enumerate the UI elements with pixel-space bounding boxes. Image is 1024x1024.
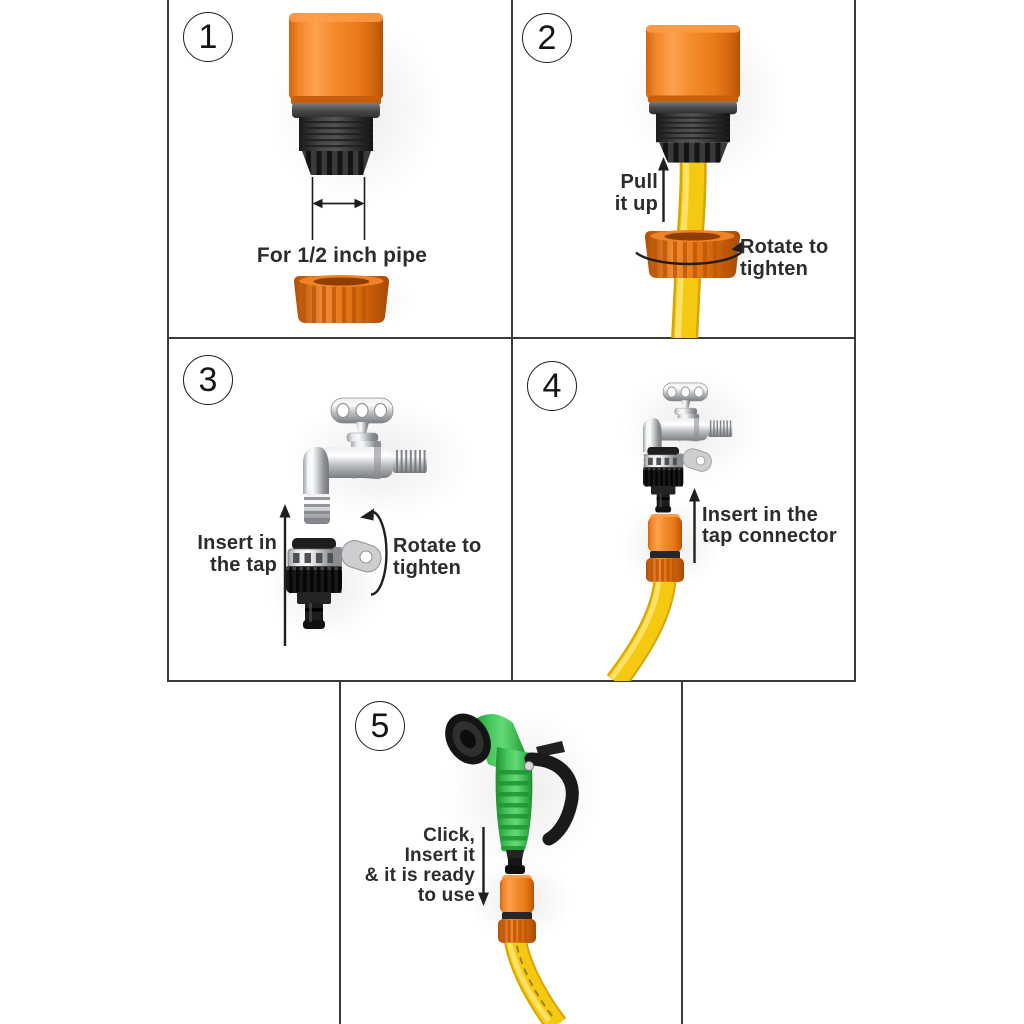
pipe-size-caption: For 1/2 inch pipe — [256, 244, 428, 267]
hose-illustration — [502, 928, 567, 1024]
insert-in-tap-label: Insert in the tap — [157, 532, 277, 576]
label-line: Insert in — [197, 532, 277, 554]
width-measure-arrow-icon — [311, 177, 366, 240]
pull-it-up-label: Pull it up — [557, 171, 658, 215]
step-number: 2 — [537, 18, 557, 57]
step-number-badge: 5 — [355, 701, 405, 751]
panel-border-line — [167, 0, 169, 681]
quick-connector-illustration — [646, 514, 684, 582]
step-4-illustration — [606, 382, 733, 681]
panel-grid — [167, 0, 856, 1024]
panel-border-line — [681, 680, 683, 1024]
label-line: & it is ready — [364, 865, 475, 886]
panel-border-line — [167, 337, 856, 339]
panel-border-line — [511, 0, 513, 681]
label-line: to use — [417, 885, 475, 906]
hose-illustration — [606, 578, 677, 681]
step-number: 4 — [542, 366, 562, 405]
label-line: Rotate to — [740, 236, 829, 258]
rotate-arrow-icon — [360, 508, 388, 596]
step-5-illustration — [445, 713, 579, 1024]
step-1-illustration — [289, 13, 389, 323]
insert-in-tap-connector-label: Insert in the tap connector — [702, 505, 837, 547]
panel-border-line — [339, 680, 341, 1024]
label-line: tighten — [393, 557, 462, 579]
step-number-badge: 1 — [183, 12, 233, 62]
label-line: it up — [614, 193, 658, 215]
up-arrow-icon — [689, 488, 700, 563]
down-arrow-icon — [478, 827, 489, 906]
step-number-badge: 2 — [522, 13, 572, 63]
hose-print-marking — [514, 933, 553, 1017]
label-line: Rotate to — [393, 535, 482, 557]
up-arrow-icon — [658, 157, 669, 222]
step-2-illustration — [635, 25, 744, 338]
hose-nut-illustration — [645, 230, 740, 278]
panel-border-line — [167, 680, 856, 682]
up-arrow-icon — [279, 504, 291, 646]
label-line: tighten — [740, 258, 809, 280]
step-3-illustration — [279, 397, 428, 646]
label-line: Pull — [620, 171, 658, 193]
sprayer-illustration — [445, 713, 579, 874]
rotate-to-tighten-label: Rotate to tighten — [393, 535, 481, 579]
label-line: Insert it — [404, 845, 475, 866]
rotate-to-tighten-label: Rotate to tighten — [740, 236, 828, 280]
label-line: Click, — [423, 825, 475, 846]
panel-border-line — [854, 0, 856, 681]
label-line: tap connector — [702, 525, 837, 547]
label-line: Insert in the — [702, 504, 818, 526]
label-line: the tap — [210, 554, 277, 576]
step-number: 5 — [370, 706, 390, 745]
hose-connector-illustration — [289, 13, 383, 175]
rotate-arrow-icon — [635, 241, 744, 266]
click-insert-ready-label: Click, Insert it & it is ready to use — [325, 826, 475, 906]
hose-nut-illustration — [294, 275, 389, 323]
step-number: 1 — [198, 17, 218, 56]
step-number-badge: 3 — [183, 355, 233, 405]
step-number: 3 — [198, 360, 218, 399]
hose-connector-illustration — [646, 25, 740, 163]
step-number-badge: 4 — [527, 361, 577, 411]
quick-connector-illustration — [498, 875, 536, 943]
